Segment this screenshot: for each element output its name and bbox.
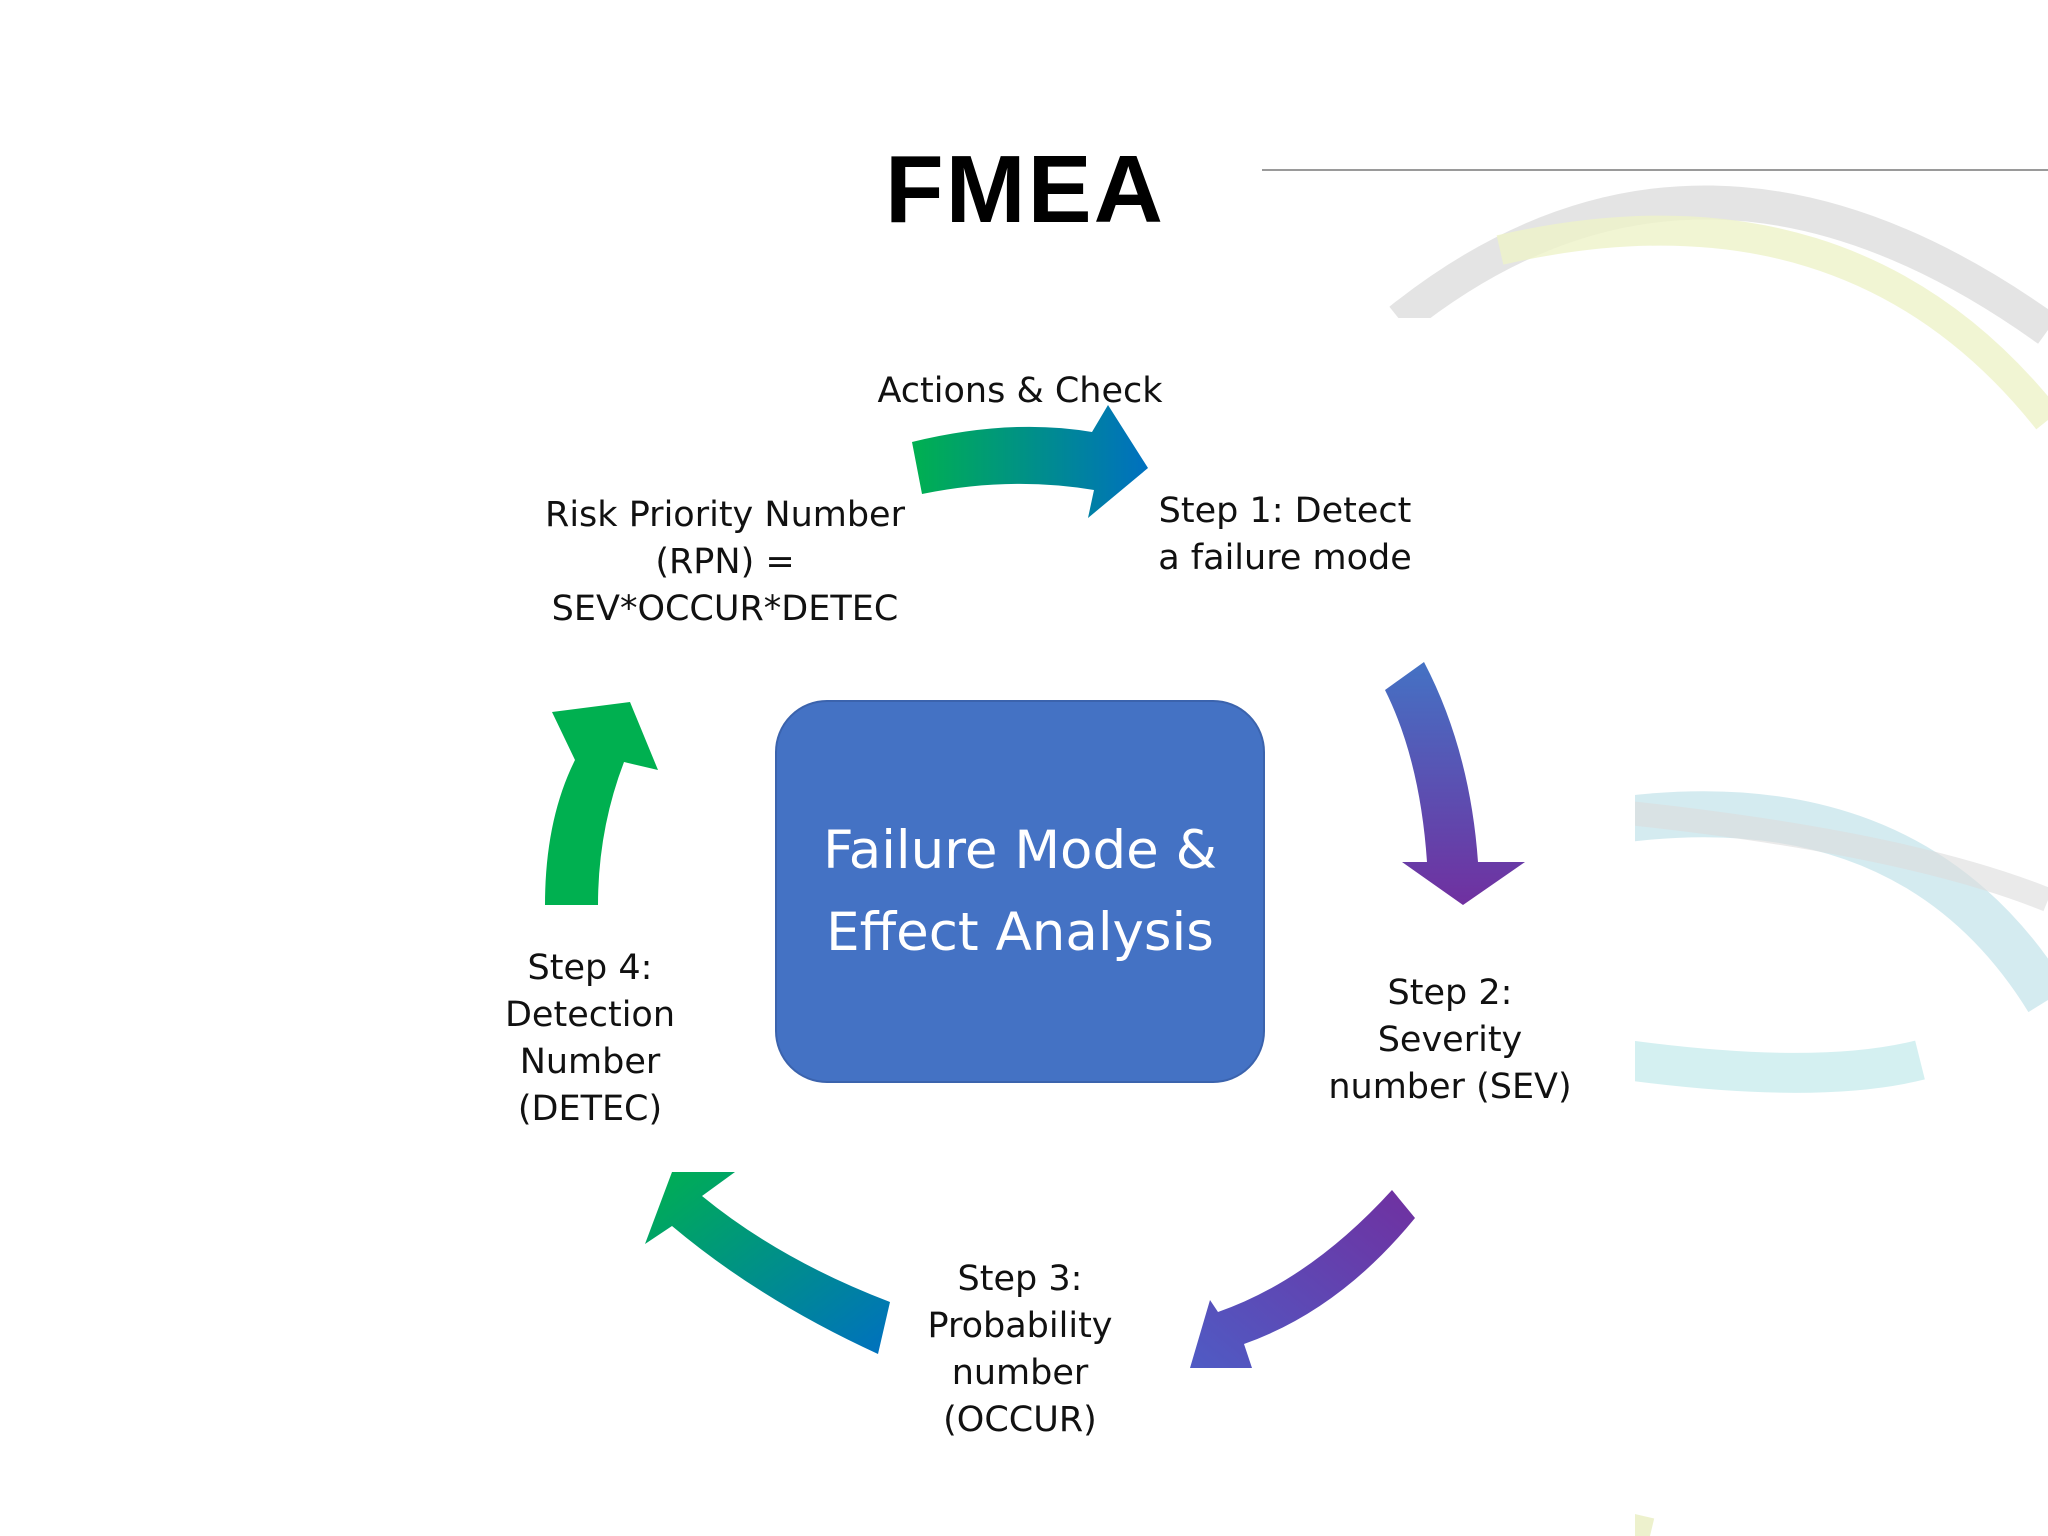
center-title-line-1: Failure Mode & <box>823 819 1217 881</box>
center-title-line-2: Effect Analysis <box>826 901 1214 963</box>
rpn-line-1: Risk Priority Number <box>545 495 905 535</box>
step4-line-2: Detection <box>504 995 676 1035</box>
step2-line-2: Severity <box>1377 1020 1523 1060</box>
step2-label: Step 2: Severity number (SEV) <box>1310 970 1590 1111</box>
step1-label: Step 1: Detect a failure mode <box>1140 488 1430 582</box>
step3-line-3: number <box>951 1353 1089 1393</box>
arrow-step2-to-step3 <box>1190 1190 1415 1368</box>
arrow-step4-to-rpn <box>545 702 658 905</box>
step4-line-3: Number <box>519 1042 661 1082</box>
actions-check-label: Actions & Check <box>855 368 1185 415</box>
rpn-line-2: (RPN) = <box>655 542 795 582</box>
step1-line-1: Step 1: Detect <box>1158 491 1412 531</box>
step3-label: Step 3: Probability number (OCCUR) <box>900 1256 1140 1444</box>
step3-line-4: (OCCUR) <box>943 1400 1097 1440</box>
step4-label: Step 4: Detection Number (DETEC) <box>480 945 700 1133</box>
step4-line-4: (DETEC) <box>517 1089 663 1129</box>
step1-line-2: a failure mode <box>1158 538 1412 578</box>
step2-line-1: Step 2: <box>1387 973 1513 1013</box>
step3-line-2: Probability <box>927 1306 1113 1346</box>
title-divider-line <box>1262 169 2048 171</box>
center-title: Failure Mode & Effect Analysis <box>790 810 1250 974</box>
step2-line-3: number (SEV) <box>1328 1067 1572 1107</box>
rpn-line-3: SEV*OCCUR*DETEC <box>551 589 899 629</box>
center-box: Failure Mode & Effect Analysis <box>775 700 1265 1083</box>
actions-check-text: Actions & Check <box>877 371 1163 411</box>
arrow-step3-to-step4 <box>645 1172 890 1354</box>
arrow-step1-to-step2 <box>1385 662 1525 905</box>
arrow-actions-check <box>912 405 1148 518</box>
rpn-label: Risk Priority Number (RPN) = SEV*OCCUR*D… <box>520 492 930 633</box>
step4-line-1: Step 4: <box>527 948 653 988</box>
slide-title: FMEA <box>885 136 1165 243</box>
step3-line-1: Step 3: <box>957 1259 1083 1299</box>
